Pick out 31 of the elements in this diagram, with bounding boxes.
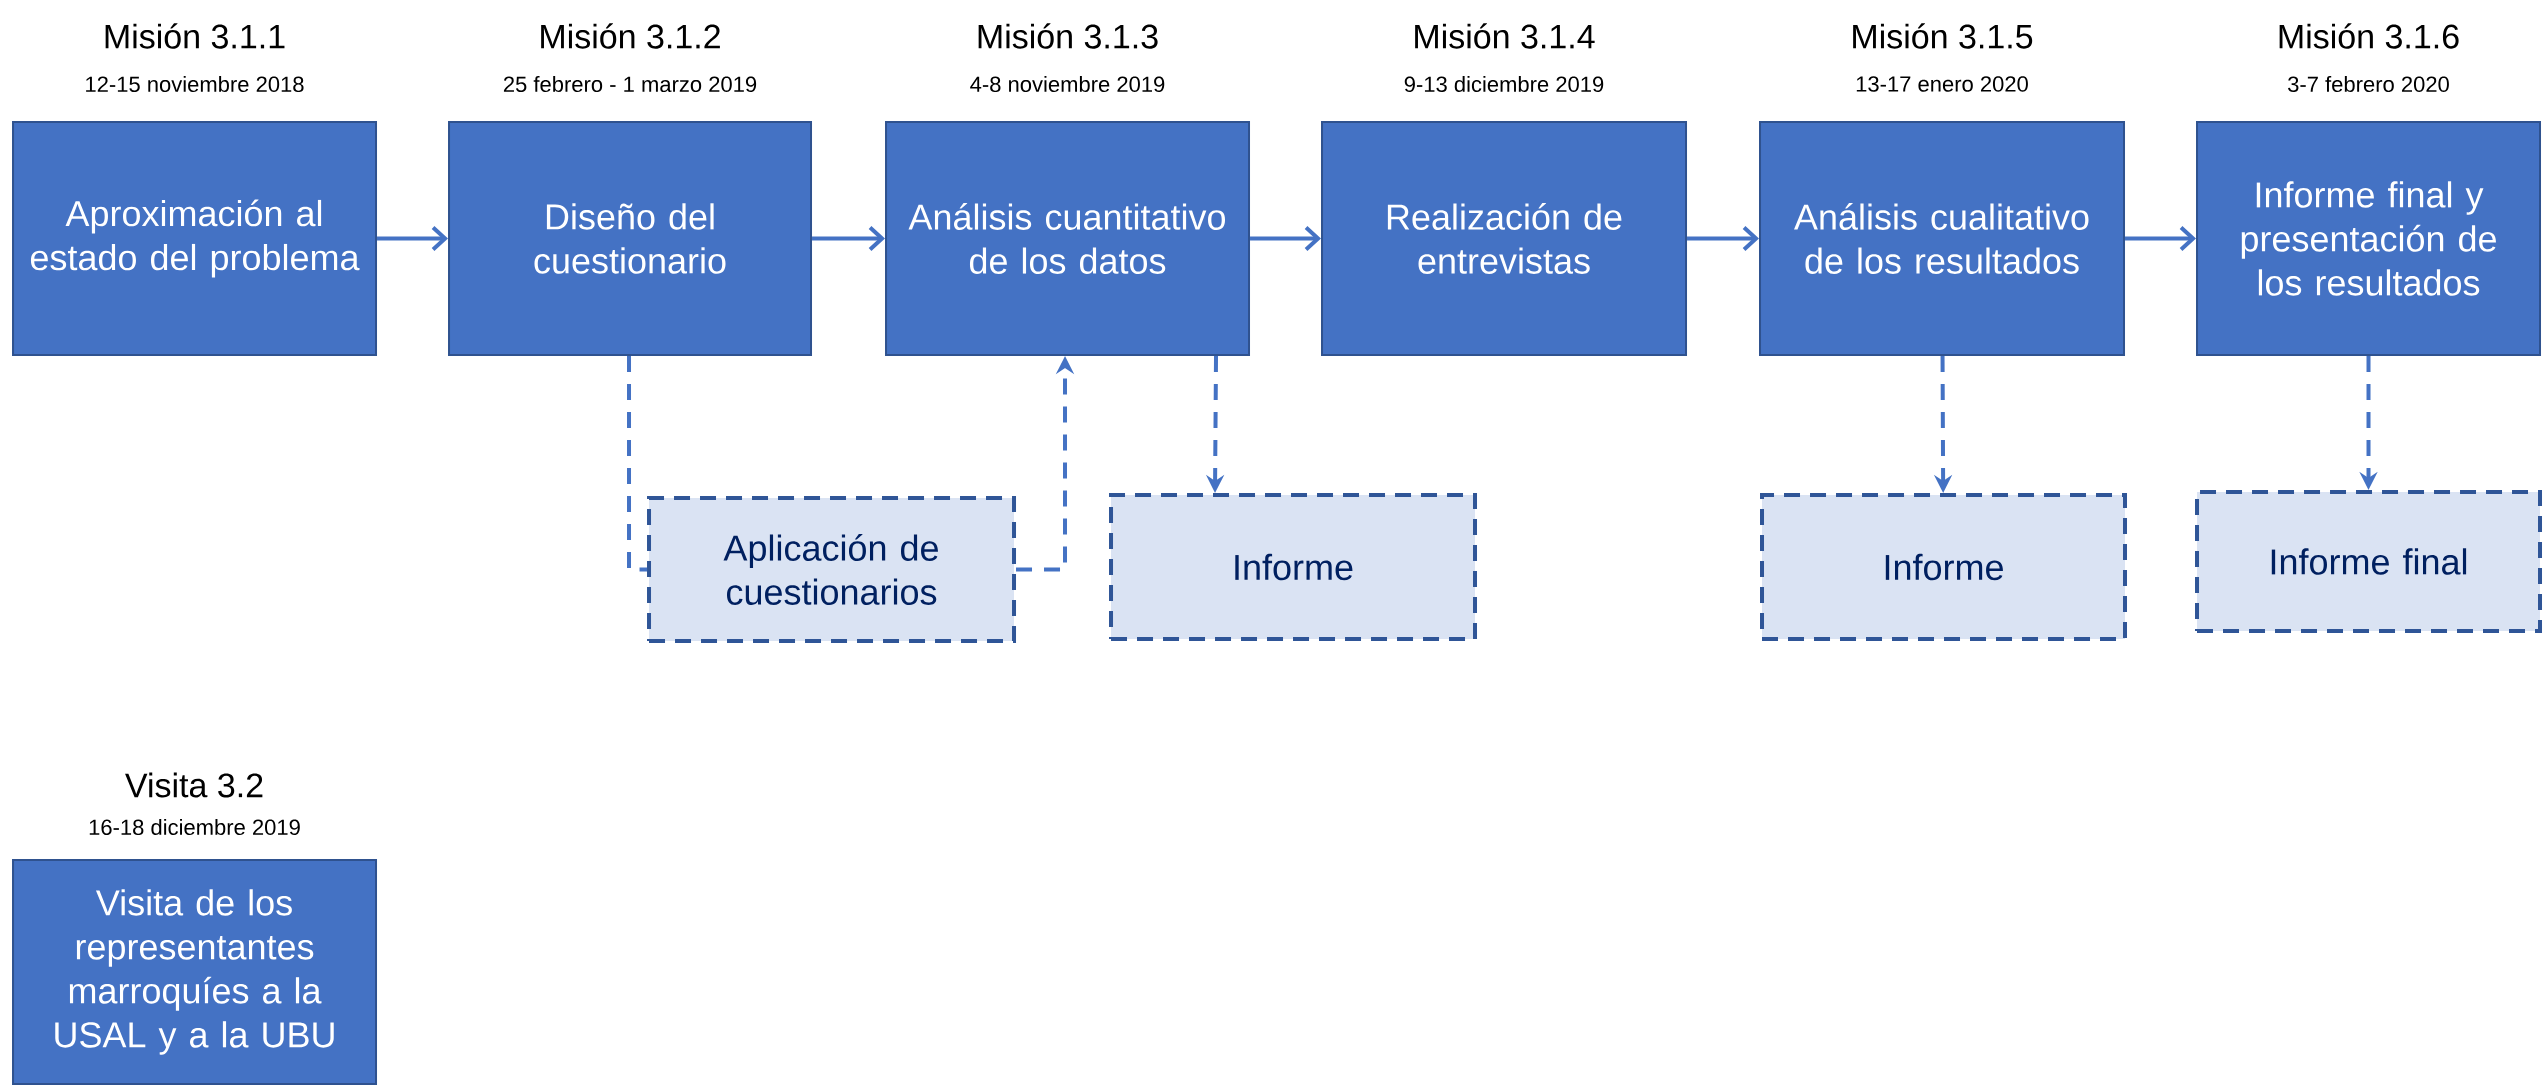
process-box: Aproximación al estado del problema [12, 121, 377, 356]
arrow [812, 226, 885, 251]
output-box: Aplicación de cuestionarios [647, 496, 1016, 643]
output-box: Informe [1109, 493, 1477, 641]
date-text: 4-8 noviembre 2019 [970, 75, 1165, 93]
heading-text: Misión 3.1.4 [1415, 23, 1595, 49]
process-box: Visita de los representantes marroquíes a la USAL y a la UBU [12, 859, 377, 1085]
process-box: Análisis cualitativo de los resultados [1759, 121, 2125, 356]
date-text: 9-13 diciembre 2019 [1404, 75, 1604, 93]
date-text: 3-7 febrero 2020 [2288, 75, 2449, 93]
date-text: 12-15 noviembre 2018 [86, 75, 304, 93]
heading-text: Misión 3.1.2 [541, 23, 720, 49]
arrow [2125, 226, 2196, 251]
arrow [1687, 226, 1759, 251]
date-text: 13-17 enero 2020 [1856, 76, 2028, 92]
date-text: 25 febrero - 1 marzo 2019 [503, 75, 757, 93]
date-text: 16-18 diciembre 2019 [89, 818, 300, 836]
heading-text: Misión 3.1.5 [1853, 23, 2033, 49]
output-box: Informe final [2195, 490, 2542, 633]
arrow [1250, 226, 1321, 251]
heading-text: Misión 3.1.3 [978, 23, 1158, 49]
process-box: Realización de entrevistas [1321, 121, 1687, 356]
heading-text: Misión 3.1.6 [2279, 23, 2459, 49]
process-box: Informe final y presentación de los resultados [2196, 121, 2541, 356]
output-box: Informe [1760, 493, 2127, 641]
heading-text: Misión 3.1.1 [105, 23, 285, 49]
process-box: Análisis cuantitativo de los datos [885, 121, 1250, 356]
arrow [377, 226, 448, 251]
connector-line [627, 356, 647, 572]
process-box: Diseño del cuestionario [448, 121, 812, 356]
heading-text: Visita 3.2 [125, 772, 263, 798]
